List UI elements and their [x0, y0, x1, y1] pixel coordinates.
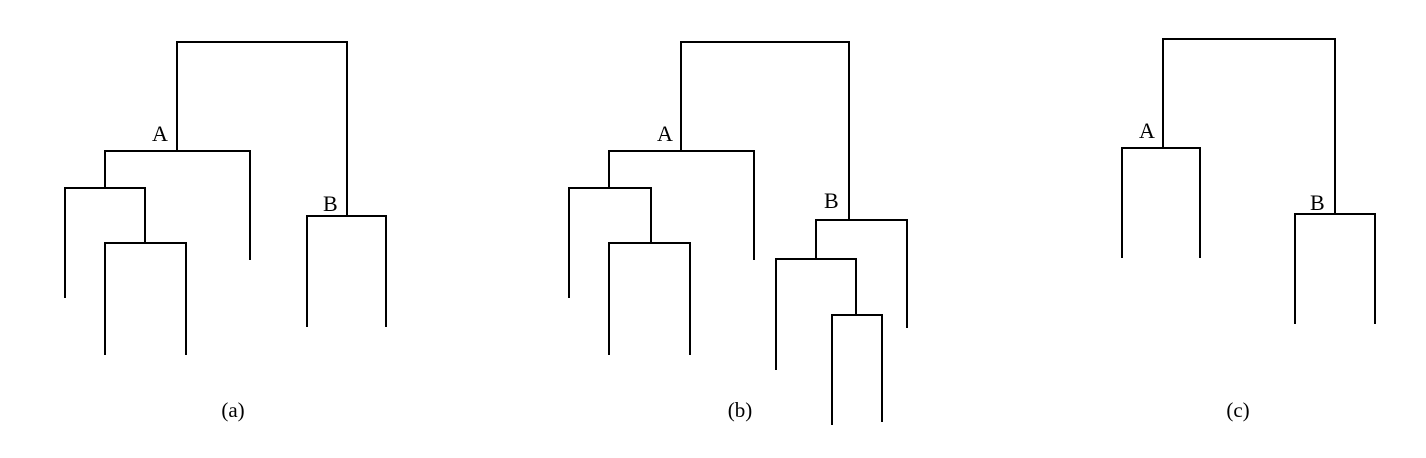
- tree-b-root-bracket: [680, 41, 850, 221]
- tree-a-root-bracket: [176, 41, 348, 217]
- tree-b-label-b: B: [824, 188, 839, 213]
- tree-b-label-a: A: [657, 121, 673, 146]
- tree-c-label-a: A: [1139, 118, 1155, 143]
- tree-a-inner-bracket: [104, 242, 187, 355]
- tree-panel-b: A B (b): [568, 41, 908, 425]
- tree-b-inner-bracket: [608, 242, 691, 355]
- tree-panel-a: A B (a): [64, 41, 387, 422]
- tree-a-label-b: B: [323, 191, 338, 216]
- tree-b-node-b-bracket: [815, 219, 908, 328]
- tree-b-left-bracket: [568, 187, 652, 298]
- tree-c-label-b: B: [1310, 190, 1325, 215]
- tree-a-caption: (a): [221, 398, 244, 422]
- tree-b-edges: [568, 41, 908, 425]
- tree-b-node-a-bracket: [608, 150, 755, 260]
- tree-a-label-a: A: [152, 121, 168, 146]
- tree-c-caption: (c): [1226, 398, 1249, 422]
- tree-a-edges: [64, 41, 387, 355]
- tree-a-left-bracket: [64, 187, 146, 298]
- tree-c-node-b-bracket: [1294, 213, 1376, 324]
- tree-b-sub-bracket: [775, 258, 857, 370]
- tree-a-node-a-bracket: [104, 150, 251, 260]
- tree-c-root-bracket: [1162, 38, 1336, 215]
- tree-b-deep-bracket: [831, 314, 883, 425]
- tree-b-caption: (b): [728, 398, 753, 422]
- tree-panel-c: A B (c): [1121, 38, 1376, 422]
- tree-a-node-b-bracket: [306, 215, 387, 327]
- tree-c-node-a-bracket: [1121, 147, 1201, 258]
- tree-c-edges: [1121, 38, 1376, 324]
